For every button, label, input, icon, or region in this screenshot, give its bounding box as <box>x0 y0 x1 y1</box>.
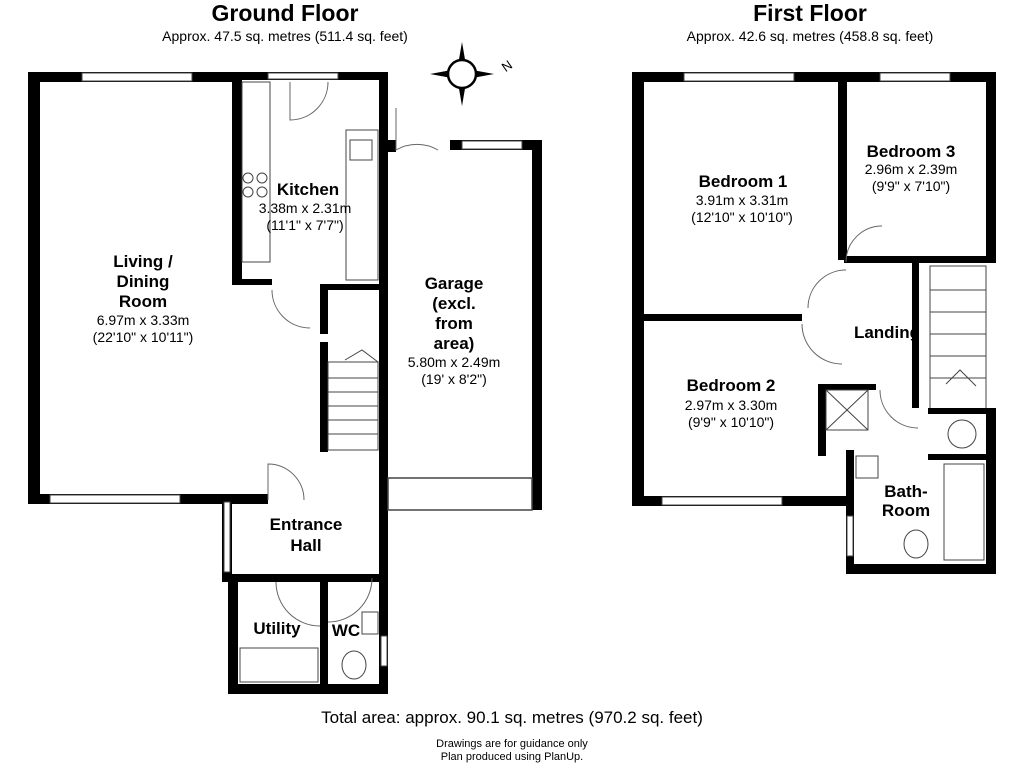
landing-name: Landing <box>854 323 920 342</box>
garage-door <box>387 477 533 511</box>
bedroom2-door-arc <box>801 323 843 365</box>
toilet-icon <box>341 650 367 680</box>
bathroom-window <box>846 515 854 557</box>
living-window-top <box>81 72 193 82</box>
wc-door-arc <box>327 577 373 623</box>
wc-name: WC <box>332 621 360 640</box>
total-area: Total area: approx. 90.1 sq. metres (970… <box>321 708 703 727</box>
garage-side-door-arc <box>395 108 439 151</box>
hall-door-arc <box>267 463 305 501</box>
bedroom1-window <box>683 72 795 82</box>
kitchen-counter <box>241 81 271 263</box>
living-dim-metric: 6.97m x 3.33m <box>97 312 190 328</box>
bathroom-name-line1: Bath- <box>884 482 927 501</box>
bedroom2-dim-metric: 2.97m x 3.30m <box>685 397 778 413</box>
bedroom3-dim-metric: 2.96m x 2.39m <box>865 161 958 177</box>
wc-basin-icon <box>361 611 379 635</box>
kitchen-name: Kitchen <box>277 180 339 199</box>
bathroom-door-arc <box>879 389 919 429</box>
utility-counter <box>239 647 319 683</box>
bath-icon <box>943 463 985 561</box>
living-name-line3: Room <box>119 292 167 311</box>
shower-icon <box>825 389 869 431</box>
ground-floor-header: Ground Floor Approx. 47.5 sq. metres (51… <box>130 0 440 44</box>
bathroom-basin-icon <box>855 455 879 479</box>
bedroom1-dim-imperial: (12'10" x 10'10") <box>691 209 793 225</box>
living-name-line2: Dining <box>117 272 170 291</box>
first-floor-header: First Floor Approx. 42.6 sq. metres (458… <box>655 0 965 44</box>
garage-window <box>461 140 523 150</box>
stairs-first <box>929 265 987 413</box>
bathroom-toilet-icon <box>903 529 929 559</box>
kitchen-window <box>267 72 339 80</box>
compass-north-label: N <box>499 57 515 75</box>
first-floor-title: First Floor <box>753 0 867 26</box>
cylinder-icon <box>947 419 977 449</box>
wc-window <box>380 635 388 667</box>
utility-door-arc <box>275 581 321 627</box>
bedroom3-door-arc <box>845 225 883 263</box>
entrance-name-line1: Entrance <box>270 515 343 534</box>
living-window-bottom <box>49 494 181 504</box>
hob-icon <box>242 172 268 198</box>
living-name-line1: Living / <box>113 252 173 271</box>
bedroom3-dim-imperial: (9'9" x 7'10") <box>872 178 950 194</box>
ground-floor-plan <box>28 72 542 694</box>
garage-name-line3: from <box>435 314 473 333</box>
kitchen-dim-imperial: (11'1" x 7'7") <box>266 217 343 233</box>
garage-dim-metric: 5.80m x 2.49m <box>408 354 501 370</box>
bedroom3-window <box>879 72 951 82</box>
bedroom2-window <box>661 496 783 506</box>
sink-icon <box>349 139 373 161</box>
garage-name-line2: (excl. <box>432 294 475 313</box>
ground-floor-area: Approx. 47.5 sq. metres (511.4 sq. feet) <box>162 28 408 44</box>
living-dim-imperial: (22'10" x 10'11") <box>93 329 194 345</box>
bedroom1-dim-metric: 3.91m x 3.31m <box>696 192 789 208</box>
stairs-ground <box>327 349 379 451</box>
bedroom1-door-arc <box>807 269 847 309</box>
living-door-arc <box>271 289 311 329</box>
bedroom3-name: Bedroom 3 <box>867 142 956 161</box>
entrance-name-line2: Hall <box>290 536 321 555</box>
footer-disclaimer: Drawings are for guidance only <box>436 738 588 750</box>
kitchen-counter-right <box>345 129 379 281</box>
first-floor-plan <box>632 72 996 574</box>
footer-credit: Plan produced using PlanUp. <box>440 751 584 763</box>
utility-name: Utility <box>253 619 301 638</box>
garage-dim-imperial: (19' x 8'2") <box>421 371 487 387</box>
garage-name-line1: Garage <box>425 274 484 293</box>
bedroom1-name: Bedroom 1 <box>699 172 788 191</box>
garage-name-line4: area) <box>434 334 475 353</box>
first-floor-area: Approx. 42.6 sq. metres (458.8 sq. feet) <box>686 28 934 44</box>
entrance-door-panel <box>223 501 231 573</box>
kitchen-dim-metric: 3.38m x 2.31m <box>259 200 352 216</box>
compass-icon <box>430 42 494 106</box>
bedroom2-dim-imperial: (9'9" x 10'10") <box>688 414 774 430</box>
bathroom-name-line2: Room <box>882 501 930 520</box>
bedroom2-name: Bedroom 2 <box>687 376 776 395</box>
kitchen-door-arc <box>289 81 329 121</box>
ground-floor-title: Ground Floor <box>211 0 359 26</box>
